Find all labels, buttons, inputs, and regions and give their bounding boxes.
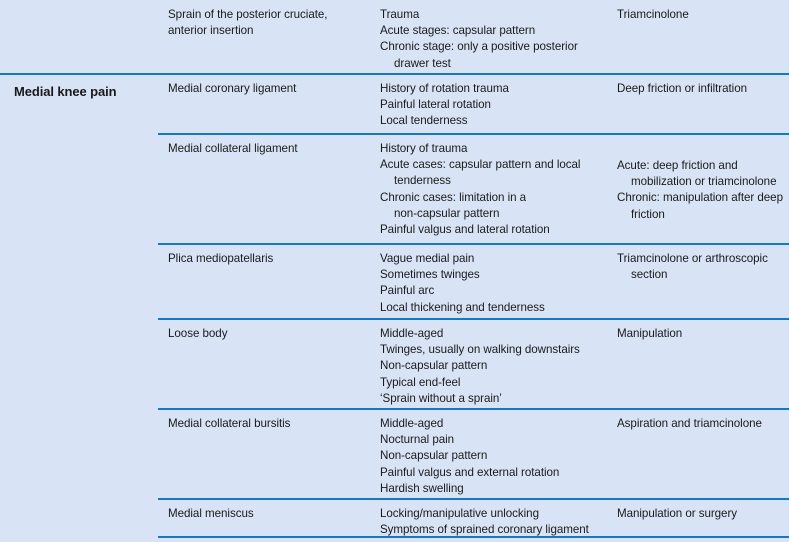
group-cell: Medial knee pain	[0, 73, 163, 100]
condition-cell: Medial collateral bursitis	[163, 408, 380, 432]
text-line: Loose body	[168, 327, 228, 340]
table-row: Medial knee pain Medial coronary ligament…	[0, 73, 789, 133]
table-row: Sprain of the posterior cruciate, anterio…	[0, 0, 789, 73]
table-row: Medial meniscus Locking/manipulative unlo…	[0, 498, 789, 536]
condition-cell: Plica mediopatellaris	[163, 243, 380, 267]
text-line: Triamcinolone	[617, 8, 689, 21]
condition-cell: Medial collateral ligament	[163, 133, 380, 157]
text-line: ‘Sprain without a sprain’	[380, 391, 502, 405]
table-row: Medial collateral ligament History of tra…	[0, 133, 789, 243]
condition-cell: Loose body	[163, 318, 380, 342]
text-line: Chronic stage: only a positive posterior	[380, 40, 578, 54]
text-line: Typical end-feel	[380, 375, 461, 389]
text-line: Manipulation	[617, 327, 683, 340]
text-line: Medial collateral ligament	[168, 142, 298, 155]
text-line: Middle-aged	[380, 327, 444, 340]
text-line: drawer test	[394, 56, 451, 70]
text-line: History of rotation trauma	[380, 82, 509, 95]
treatment-cell: Manipulation	[617, 318, 789, 342]
text-line: Medial coronary ligament	[168, 82, 297, 95]
text-line: Painful valgus and external rotation	[380, 465, 560, 479]
condition-cell: Sprain of the posterior cruciate, anterio…	[163, 0, 380, 39]
treatment-cell: Aspiration and triamcinolone	[617, 408, 789, 432]
text-line: Painful lateral rotation	[380, 98, 491, 112]
text-line: tenderness	[394, 174, 451, 188]
text-line: Locking/manipulative unlocking	[380, 507, 539, 520]
text-line: Twinges, usually on walking downstairs	[380, 343, 580, 357]
text-line: Nocturnal pain	[380, 433, 455, 447]
text-line: Sprain of the posterior cruciate,	[168, 8, 328, 21]
text-line: Painful arc	[380, 284, 435, 298]
text-line: Acute cases: capsular pattern and local	[380, 158, 581, 172]
text-line: section	[631, 268, 668, 282]
text-line: Local tenderness	[380, 114, 468, 128]
text-line: anterior insertion	[168, 24, 254, 38]
text-line: Vague medial pain	[380, 252, 475, 265]
group-cell	[0, 498, 163, 509]
treatment-cell: Triamcinolone	[617, 0, 789, 23]
treatment-cell: Deep friction or infiltration	[617, 73, 789, 97]
condition-cell: Medial coronary ligament	[163, 73, 380, 97]
text-line: mobilization or triamcinolone	[631, 175, 777, 189]
text-line: Aspiration and triamcinolone	[617, 417, 762, 430]
text-line: Painful valgus and lateral rotation	[380, 223, 550, 237]
text-line: Medial meniscus	[168, 507, 254, 520]
text-line: Triamcinolone or arthroscopic	[617, 252, 768, 265]
group-cell	[0, 243, 163, 254]
text-line: Local thickening and tenderness	[380, 300, 545, 314]
group-cell	[0, 133, 163, 144]
text-line: Non-capsular pattern	[380, 449, 488, 463]
text-line: Chronic cases: limitation in a	[380, 190, 527, 204]
text-line: Plica mediopatellaris	[168, 252, 274, 265]
text-line: Hardish swelling	[380, 481, 464, 495]
text-line: Acute stages: capsular pattern	[380, 24, 536, 38]
group-cell	[0, 0, 163, 10]
treatment-cell: Triamcinolone or arthroscopic section	[617, 243, 789, 283]
text-line: Non-capsular pattern	[380, 359, 488, 373]
group-cell	[0, 408, 163, 419]
text-line: non-capsular pattern	[394, 206, 500, 220]
text-line: History of trauma	[380, 142, 468, 155]
text-line: Acute: deep friction and	[617, 159, 738, 172]
treatment-cell: Acute: deep friction and mobilization or …	[617, 133, 789, 223]
text-line: friction	[631, 207, 665, 221]
text-line: Middle-aged	[380, 417, 444, 430]
text-line: Trauma	[380, 8, 420, 21]
condition-cell: Medial meniscus	[163, 498, 380, 522]
text-line: Medial collateral bursitis	[168, 417, 291, 430]
bottom-rule	[0, 536, 789, 542]
group-label: Medial knee pain	[14, 84, 117, 99]
text-line: Deep friction or infiltration	[617, 82, 748, 95]
text-line: Symptoms of sprained coronary ligament	[380, 523, 589, 537]
group-cell	[0, 318, 163, 329]
text-line: Manipulation or surgery	[617, 507, 738, 520]
text-line: Sometimes twinges	[380, 268, 480, 282]
text-line: Chronic: manipulation after deep	[617, 191, 783, 205]
treatment-cell: Manipulation or surgery	[617, 498, 789, 522]
